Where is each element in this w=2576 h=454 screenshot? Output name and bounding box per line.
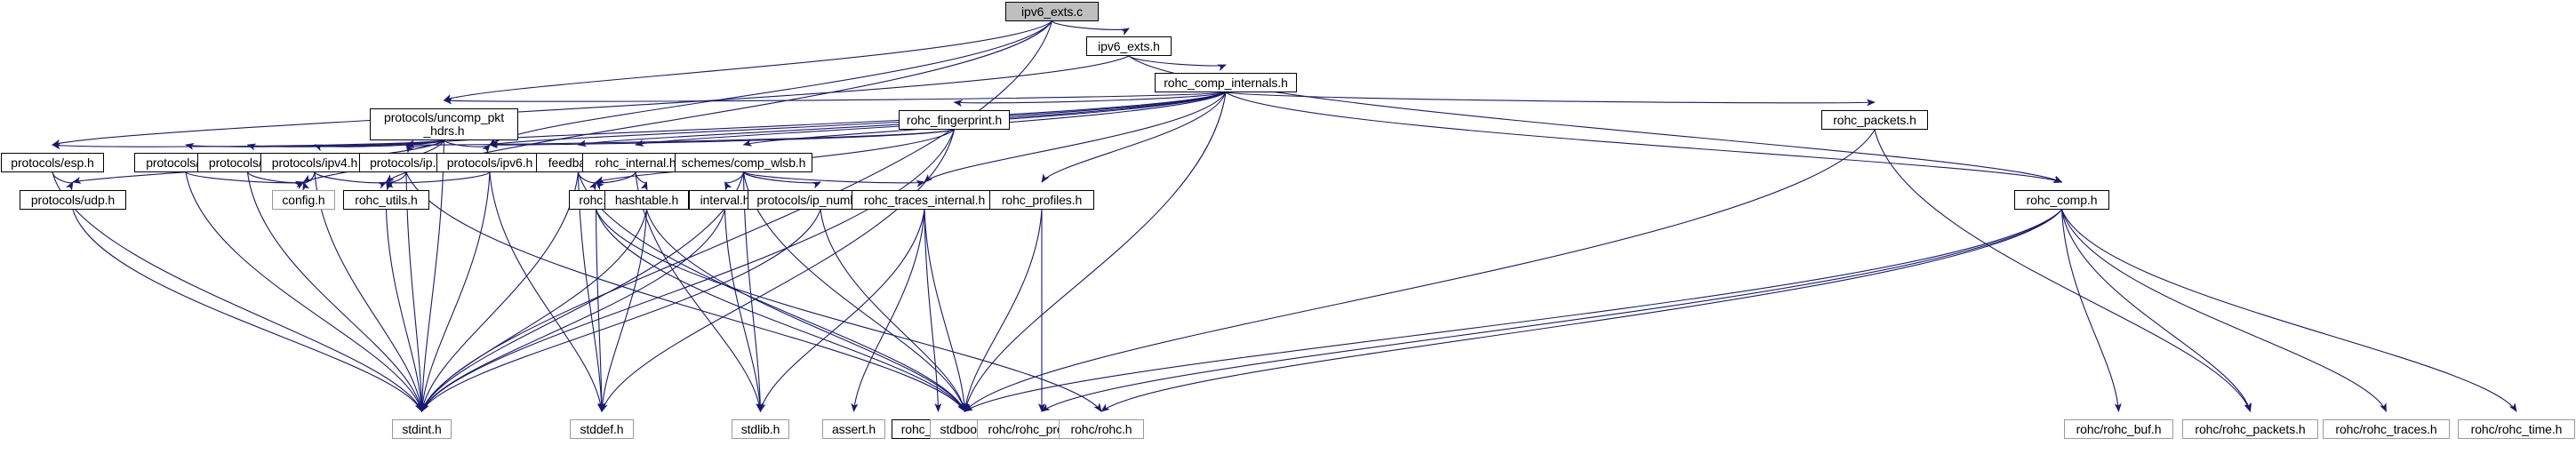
graph-node-label: rohc_internal.h — [595, 155, 676, 170]
graph-node-rohc-rohc-packets-h[interactable]: rohc/rohc_packets.h — [2182, 419, 2318, 439]
graph-node-label: hashtable.h — [614, 192, 679, 207]
graph-node-label: ipv6_exts.h — [1098, 38, 1160, 53]
graph-node-protocols-ip-h[interactable]: protocols/ip.h — [359, 153, 453, 172]
graph-node-uncomp-pkt-hdrs-h[interactable]: protocols/uncomp_pkt _hdrs.h — [370, 108, 518, 140]
graph-node-interval-h[interactable]: interval.h — [689, 190, 761, 210]
graph-node-config-h[interactable]: config.h — [272, 190, 335, 210]
graph-node-stdint-h[interactable]: stdint.h — [392, 419, 452, 439]
graph-node-label: rohc_comp_internals.h — [1164, 75, 1288, 90]
graph-node-label: rohc_fingerprint.h — [906, 112, 1003, 127]
graph-node-label: rohc/rohc_packets.h — [2195, 421, 2306, 436]
graph-node-label: rohc/rohc_traces.h — [2335, 421, 2437, 436]
graph-node-label: stdlib.h — [740, 421, 780, 436]
graph-node-label: stdint.h — [402, 421, 442, 436]
graph-node-rohc-rohc-time-h[interactable]: rohc/rohc_time.h — [2458, 419, 2575, 439]
graph-node-protocols-ipv4-h[interactable]: protocols/ipv4.h — [260, 153, 369, 172]
graph-node-label: rohc/rohc.h — [1070, 421, 1132, 436]
graph-node-label: protocols/ipv6.h — [446, 155, 533, 170]
graph-node-label: protocols/ipv4.h — [271, 155, 358, 170]
graph-node-rohc-internal-h[interactable]: rohc_internal.h — [582, 153, 689, 172]
graph-node-label: rohc/rohc_time.h — [2470, 421, 2563, 436]
graph-node-label: protocols/esp.h — [11, 155, 94, 170]
graph-node-stddef-h[interactable]: stddef.h — [570, 419, 634, 439]
graph-node-label: interval.h — [700, 192, 750, 207]
graph-node-label: protocols/uncomp_pkt _hdrs.h — [384, 110, 504, 138]
graph-node-rohc-comp-internals-h[interactable]: rohc_comp_internals.h — [1155, 73, 1297, 92]
graph-node-rohc-fingerprint-h[interactable]: rohc_fingerprint.h — [899, 110, 1010, 130]
graph-node-protocols-ipv6-h[interactable]: protocols/ipv6.h — [436, 153, 543, 172]
graph-node-label: ipv6_exts.c — [1021, 4, 1083, 19]
graph-node-label: assert.h — [832, 421, 876, 436]
graph-node-rohc-rohc-traces-h[interactable]: rohc/rohc_traces.h — [2323, 419, 2450, 439]
graph-node-label: rohc_profiles.h — [1001, 192, 1083, 207]
graph-node-rohc-utils-h[interactable]: rohc_utils.h — [343, 190, 429, 210]
graph-node-label: rohc_traces_internal.h — [863, 192, 986, 207]
graph-node-rohc-comp-h[interactable]: rohc_comp.h — [2014, 190, 2109, 210]
graph-node-hashtable-h[interactable]: hashtable.h — [604, 190, 689, 210]
graph-node-protocols-udp-h[interactable]: protocols/udp.h — [20, 190, 126, 210]
graph-node-label: stddef.h — [580, 421, 624, 436]
graph-node-label: rohc_packets.h — [1833, 112, 1916, 127]
graph-node-label: rohc/rohc_buf.h — [2076, 421, 2162, 436]
graph-node-ipv6-exts-h[interactable]: ipv6_exts.h — [1086, 36, 1172, 56]
graph-node-label: rohc_comp.h — [2026, 192, 2098, 207]
graph-node-label: protocols/udp.h — [30, 192, 116, 207]
graph-node-assert-h[interactable]: assert.h — [822, 419, 885, 439]
graph-node-schemes-comp-wlsb-h[interactable]: schemes/comp_wlsb.h — [675, 153, 812, 172]
graph-node-protocols-esp-h[interactable]: protocols/esp.h — [1, 153, 104, 172]
graph-node-rohc-rohc-h[interactable]: rohc/rohc.h — [1059, 419, 1144, 439]
graph-node-rohc-rohc-buf-h[interactable]: rohc/rohc_buf.h — [2064, 419, 2173, 439]
graph-node-ipv6-exts-c[interactable]: ipv6_exts.c — [1005, 2, 1099, 21]
graph-node-stdlib-h[interactable]: stdlib.h — [732, 419, 789, 439]
graph-node-rohc-traces-internal-h[interactable]: rohc_traces_internal.h — [852, 190, 997, 210]
graph-node-label: protocols/ip.h — [370, 155, 443, 170]
graph-node-label: schemes/comp_wlsb.h — [681, 155, 806, 170]
graph-node-rohc-packets-h[interactable]: rohc_packets.h — [1821, 110, 1928, 130]
graph-node-label: rohc_utils.h — [355, 192, 418, 207]
graph-node-label: config.h — [282, 192, 325, 207]
graph-node-rohc-profiles-h[interactable]: rohc_profiles.h — [989, 190, 1094, 210]
